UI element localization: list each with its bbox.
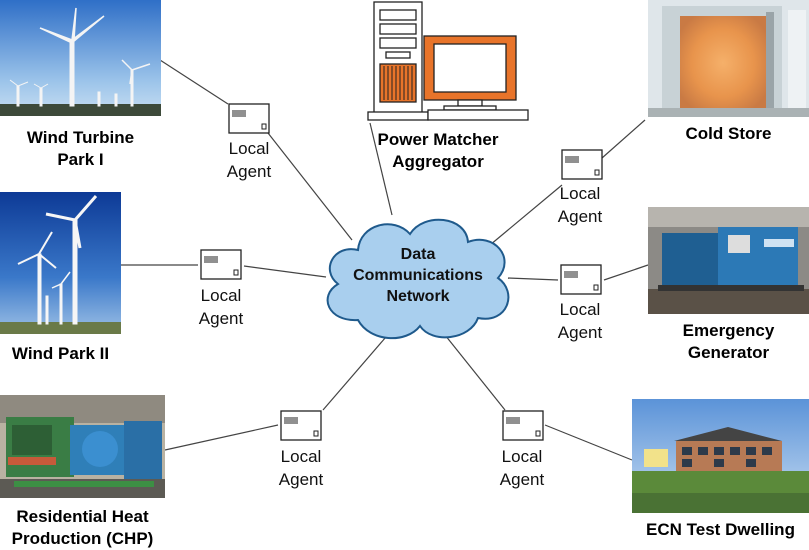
local-agent-6-label: Local Agent (486, 445, 558, 491)
monitor-icon (423, 35, 529, 121)
local-agent-6-box (502, 410, 544, 441)
network-label-line3: Network (386, 288, 450, 305)
test-dwelling-caption: ECN Test Dwelling (632, 519, 809, 541)
local-agent-4-label: Local Agent (544, 182, 616, 228)
local-agent-5-box (560, 264, 602, 295)
link-cold-store (601, 119, 646, 159)
local-agent-4-line1: Local (559, 184, 601, 203)
wind-turbine-park-line1: Wind Turbine (26, 128, 135, 147)
emergency-generator-line1: Emergency (682, 321, 775, 340)
local-agent-1-line2: Agent (226, 162, 272, 181)
local-agent-3-box (280, 410, 322, 441)
local-agent-2-line1: Local (200, 286, 242, 305)
local-agent-3-line2: Agent (278, 470, 324, 489)
aggregator-caption: Power Matcher Aggregator (358, 129, 518, 173)
local-agent-4-line2: Agent (557, 207, 603, 226)
local-agent-6-line1: Local (501, 447, 543, 466)
network-label-line2: Communications (353, 267, 483, 284)
network-label-line1: Data (400, 246, 436, 263)
cold-store-line1: Cold Store (685, 124, 772, 143)
chp-line1: Residential Heat (16, 507, 149, 526)
chp-caption: Residential Heat Production (CHP) (0, 506, 165, 550)
local-agent-5-label: Local Agent (544, 298, 616, 344)
link-agent-6-network (444, 334, 506, 411)
link-agent-2-network (243, 265, 327, 278)
wind-park-2-photo (0, 192, 121, 334)
wind-turbine-park-line2: Park I (57, 150, 104, 169)
emergency-generator-photo (648, 207, 809, 314)
local-agent-1-label: Local Agent (213, 137, 285, 183)
emergency-generator-line2: Generator (687, 343, 770, 362)
wind-turbine-park-photo (0, 0, 161, 116)
local-agent-2-label: Local Agent (185, 284, 257, 330)
link-test-dwelling (544, 424, 633, 461)
aggregator-line1: Power Matcher (377, 130, 499, 149)
aggregator-line2: Aggregator (392, 152, 484, 171)
local-agent-4-box (561, 149, 603, 180)
cold-store-photo (648, 0, 809, 117)
cold-store-caption: Cold Store (648, 123, 809, 145)
local-agent-2-box (200, 249, 242, 280)
server-tower-icon (367, 1, 429, 121)
local-agent-2-line2: Agent (198, 309, 244, 328)
local-agent-6-line2: Agent (499, 470, 545, 489)
emergency-generator-caption: Emergency Generator (648, 320, 809, 364)
local-agent-1-line1: Local (228, 139, 270, 158)
local-agent-5-line1: Local (559, 300, 601, 319)
test-dwelling-line1: ECN Test Dwelling (646, 520, 795, 539)
wind-park-2-caption: Wind Park II (0, 343, 121, 365)
test-dwelling-photo (632, 399, 809, 513)
chp-photo (0, 395, 165, 498)
link-emergency-generator (603, 264, 649, 281)
wind-park-2-line1: Wind Park II (11, 344, 110, 363)
link-chp (164, 424, 279, 451)
wind-turbine-park-caption: Wind Turbine Park I (0, 127, 161, 171)
aggregator-computer (367, 1, 529, 121)
link-aggregator (369, 122, 393, 216)
network-cloud-label: Data Communications Network (330, 244, 506, 307)
link-agent-5-network (507, 277, 559, 281)
local-agent-3-line1: Local (280, 447, 322, 466)
link-agent-1-network (267, 132, 353, 241)
link-agent-4-network (489, 184, 563, 246)
local-agent-1-box (228, 103, 270, 134)
local-agent-5-line2: Agent (557, 323, 603, 342)
link-agent-3-network (322, 329, 393, 411)
chp-line2: Production (CHP) (11, 529, 154, 548)
link-wind-turbine-park (159, 59, 229, 105)
network-cloud (326, 218, 510, 339)
local-agent-3-label: Local Agent (265, 445, 337, 491)
